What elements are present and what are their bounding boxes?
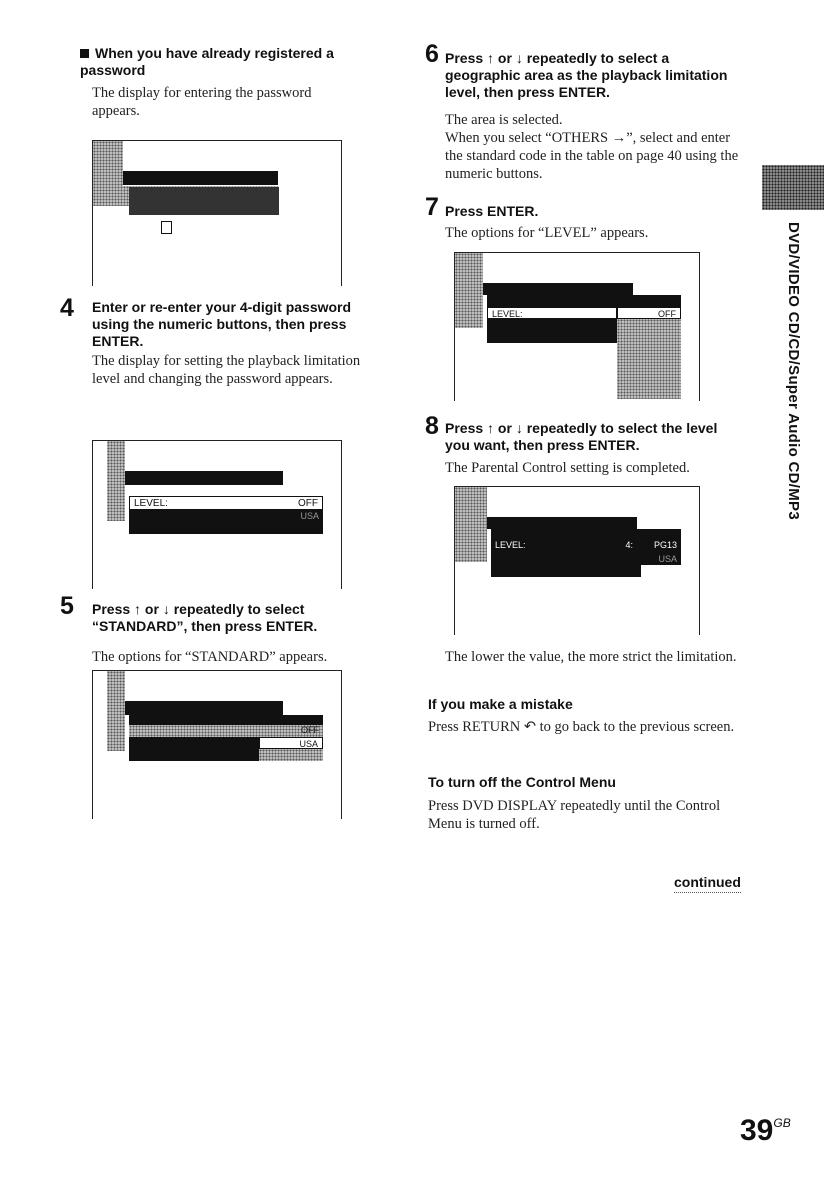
level-row[interactable]: LEVEL: 4: PG13 xyxy=(491,539,681,553)
standard-value: USA xyxy=(658,554,677,564)
step-6-text-2: When you select “OTHERS →”, select and e… xyxy=(445,130,739,182)
parental-complete-screen: LEVEL: 4: PG13 USA xyxy=(454,486,700,635)
menu-row-2 xyxy=(129,715,323,725)
step-5-text: The options for “STANDARD” appears. xyxy=(92,649,328,665)
level-options-screen: LEVEL: OFF xyxy=(454,252,700,401)
password-screen xyxy=(92,140,342,286)
step-6-number: 6 xyxy=(425,40,439,68)
step-5-number: 5 xyxy=(60,592,74,620)
menu-row-2 xyxy=(491,529,681,539)
change-password-row xyxy=(491,565,641,577)
password-panel xyxy=(129,187,279,215)
standard-row[interactable]: USA xyxy=(491,553,681,565)
level-number: 4: xyxy=(625,540,633,550)
menu-icon-column xyxy=(455,253,483,328)
menu-row-2 xyxy=(487,295,681,307)
menu-row-1 xyxy=(125,701,283,715)
menu-row-1 xyxy=(483,283,633,295)
level-value: OFF xyxy=(301,725,319,735)
standard-row xyxy=(129,737,259,749)
menu-icon-column xyxy=(107,441,125,521)
intro-heading: When you have already registered a passw… xyxy=(80,45,334,78)
intro-text: The display for entering the password ap… xyxy=(92,85,312,119)
mistake-text: Press RETURN ↶ to go back to the previou… xyxy=(428,719,735,735)
level-options-list xyxy=(617,319,681,399)
step-7-text: The options for “LEVEL” appears. xyxy=(445,225,649,241)
level-label: LEVEL: xyxy=(495,540,526,550)
turnoff-text: Press DVD DISPLAY repeatedly until the C… xyxy=(428,798,721,832)
step-8-heading: Press ↑ or ↓ repeatedly to select the le… xyxy=(445,420,718,453)
step-4-text: The display for setting the playback lim… xyxy=(92,353,361,387)
limitation-note: The lower the value, the more strict the… xyxy=(445,649,737,665)
step-4-number: 4 xyxy=(60,294,74,322)
bullet-square-icon xyxy=(80,49,89,58)
step-7-heading: Press ENTER. xyxy=(445,203,539,219)
section-tab-marker xyxy=(762,165,824,210)
level-value: OFF xyxy=(658,309,676,319)
step-4-heading: Enter or re-enter your 4-digit password … xyxy=(92,299,352,349)
change-password-row xyxy=(129,749,259,761)
menu-row-1 xyxy=(487,517,637,529)
section-sidebar-label: DVD/VIDEO CD/CD/Super Audio CD/MP3 xyxy=(785,222,802,520)
level-row[interactable]: LEVEL: OFF xyxy=(129,496,323,510)
standard-row[interactable]: USA xyxy=(129,510,323,522)
change-password-row xyxy=(487,331,617,343)
standard-row xyxy=(487,319,617,331)
step-8-text: The Parental Control setting is complete… xyxy=(445,460,690,476)
step-7-number: 7 xyxy=(425,193,439,221)
password-cursor xyxy=(161,221,172,234)
menu-icon-column xyxy=(107,671,125,751)
level-option-off[interactable]: OFF xyxy=(617,307,681,319)
level-value: PG13 xyxy=(653,540,677,550)
step-8-number: 8 xyxy=(425,412,439,440)
menu-row-1 xyxy=(125,471,283,485)
standard-value: USA xyxy=(300,511,319,521)
level-label: LEVEL: xyxy=(492,309,523,319)
level-label: LEVEL: xyxy=(134,498,168,509)
page-suffix: GB xyxy=(773,1116,791,1130)
mistake-heading: If you make a mistake xyxy=(428,696,573,712)
level-screen-1: LEVEL: OFF USA xyxy=(92,440,342,589)
continued-label: continued xyxy=(674,874,741,893)
change-password-row xyxy=(129,522,323,534)
standard-value: USA xyxy=(299,739,318,749)
step-6-text-1: The area is selected. xyxy=(445,112,563,128)
options-list xyxy=(259,749,323,761)
page-number: 39GB xyxy=(740,1114,791,1148)
standard-option[interactable]: USA xyxy=(259,737,323,749)
page-number-value: 39 xyxy=(740,1114,774,1147)
menu-icon-column xyxy=(455,487,487,562)
step-5-heading: Press ↑ or ↓ repeatedly to select “STAND… xyxy=(92,601,318,634)
turnoff-heading: To turn off the Control Menu xyxy=(428,774,616,790)
level-row[interactable]: OFF xyxy=(129,725,323,737)
step-6-heading: Press ↑ or ↓ repeatedly to select a geog… xyxy=(445,50,728,100)
level-value: OFF xyxy=(298,498,318,509)
level-row[interactable]: LEVEL: xyxy=(487,307,617,319)
standard-screen: OFF USA xyxy=(92,670,342,819)
menu-bar-1 xyxy=(123,171,278,185)
